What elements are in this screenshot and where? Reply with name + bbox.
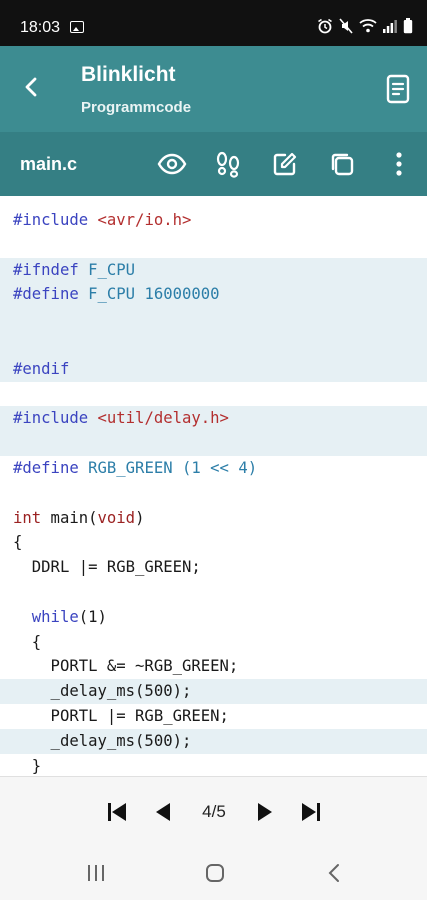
more-options-button[interactable] <box>384 149 414 179</box>
image-notification-icon <box>70 21 84 33</box>
status-time: 18:03 <box>20 19 61 36</box>
system-back-icon <box>328 864 339 882</box>
view-button[interactable] <box>157 149 187 179</box>
code-line <box>0 307 427 332</box>
next-page-button[interactable] <box>252 799 278 825</box>
skip-first-icon <box>108 803 126 821</box>
system-back-button[interactable] <box>322 862 346 884</box>
code-line: #define F_CPU 16000000 <box>0 282 427 308</box>
code-line <box>0 332 427 357</box>
wifi-icon <box>359 19 377 33</box>
back-button[interactable] <box>14 70 48 104</box>
home-icon <box>206 864 224 882</box>
previous-page-button[interactable] <box>150 799 176 825</box>
code-line: { <box>13 533 23 552</box>
page-title: Blinklicht <box>81 63 176 86</box>
app-bar: Blinklicht Programmcode <box>0 46 427 132</box>
code-line: PORTL |= RGB_GREEN; <box>13 707 229 725</box>
code-line <box>0 580 427 605</box>
code-line <box>0 233 427 258</box>
home-button[interactable] <box>203 862 227 884</box>
next-icon <box>258 803 272 821</box>
back-arrow-icon <box>25 77 37 97</box>
footprints-icon <box>216 151 240 178</box>
page-indicator: 4/5 <box>202 802 226 821</box>
file-name: main.c <box>20 154 78 174</box>
code-line: #ifndef F_CPU <box>0 257 427 283</box>
alarm-icon <box>318 18 332 34</box>
last-page-button[interactable] <box>298 799 324 825</box>
code-line <box>0 431 427 456</box>
code-line <box>0 382 427 407</box>
edit-icon <box>273 152 297 176</box>
code-line: while(1) <box>31 607 107 626</box>
title-block: Blinklicht Programmcode <box>81 63 191 117</box>
code-line: #include <avr/io.h> <box>13 211 192 229</box>
code-view[interactable]: #include <avr/io.h>#ifndef F_CPU#define … <box>0 196 427 776</box>
document-icon <box>386 74 410 104</box>
code-line: #define RGB_GREEN (1 << 4) <box>13 459 258 477</box>
code-line: PORTL &= ~RGB_GREEN; <box>13 657 239 676</box>
page-subtitle: Programmcode <box>81 99 192 116</box>
first-page-button[interactable] <box>104 799 130 825</box>
system-navigation-bar <box>0 846 427 900</box>
code-line: } <box>13 756 42 775</box>
code-line: _delay_ms(500); <box>0 679 427 704</box>
eye-icon <box>157 153 187 175</box>
code-line <box>0 481 427 506</box>
code-line: DDRL |= RGB_GREEN; <box>13 558 201 577</box>
code-line: #endif <box>0 356 427 382</box>
recent-apps-button[interactable] <box>84 862 108 884</box>
copy-button[interactable] <box>327 149 357 179</box>
copy-icon <box>331 153 354 176</box>
recent-apps-icon <box>88 865 104 881</box>
page-navigation: 4/5 <box>0 776 427 846</box>
signal-icon <box>383 20 397 33</box>
code-line: _delay_ms(500); <box>0 728 427 754</box>
status-icons <box>317 16 413 36</box>
document-button[interactable] <box>385 74 411 104</box>
mute-icon <box>339 18 353 34</box>
skip-last-icon <box>302 803 320 821</box>
previous-icon <box>156 803 170 821</box>
file-toolbar: main.c <box>0 132 427 196</box>
edit-button[interactable] <box>270 149 300 179</box>
status-bar: 18:03 <box>0 0 427 46</box>
battery-icon <box>403 18 413 34</box>
code-line: { <box>13 632 42 651</box>
code-line: int main(void) <box>13 508 145 527</box>
code-line: #include <util/delay.h> <box>0 406 427 432</box>
more-vertical-icon <box>396 152 402 176</box>
steps-button[interactable] <box>213 149 243 179</box>
